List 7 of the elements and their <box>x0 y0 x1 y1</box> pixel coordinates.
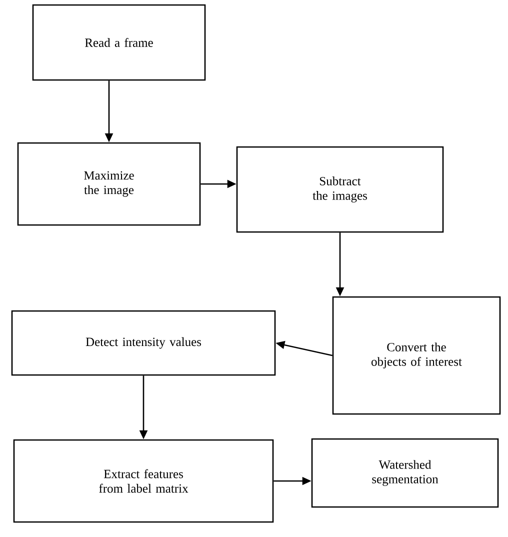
process-box: Subtract the images <box>236 146 444 233</box>
process-box: Extract features from label matrix <box>13 439 274 523</box>
process-box: Detect intensity values <box>11 310 276 376</box>
process-box: Watershed segmentation <box>311 438 499 508</box>
process-box: Convert the objects of interest <box>332 296 501 415</box>
process-box: Maximize the image <box>17 142 201 226</box>
process-box: Read a frame <box>32 4 206 81</box>
